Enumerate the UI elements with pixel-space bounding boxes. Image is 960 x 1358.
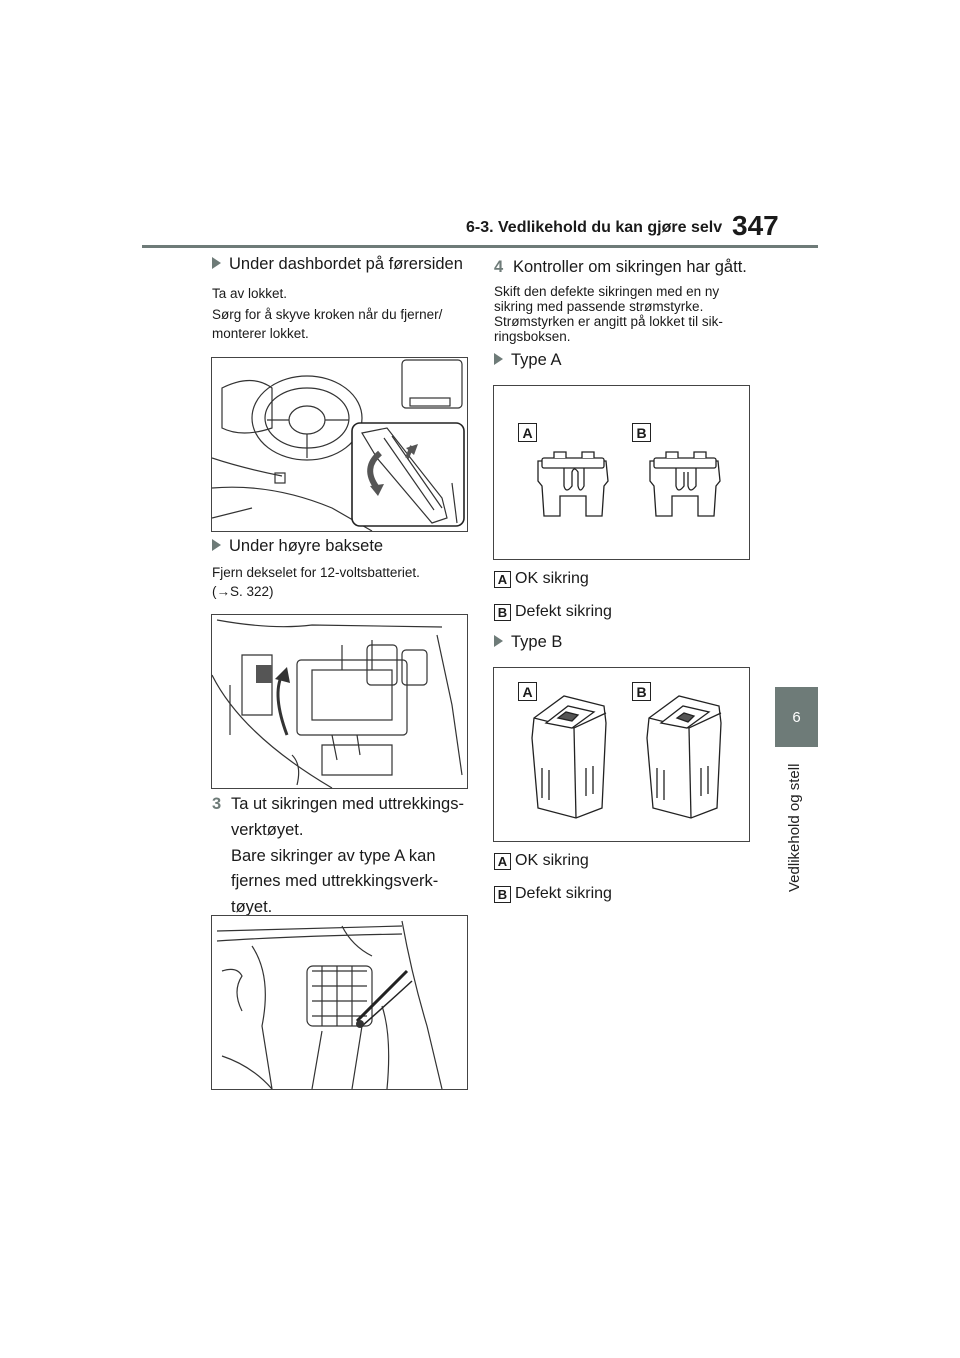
triangle-bullet-icon: [494, 634, 503, 647]
page-number: 347: [732, 210, 779, 241]
instruction-text: Ta av lokket.: [212, 286, 288, 301]
step-3: 3: [212, 795, 222, 813]
subheading-rear-seat: Under høyre baksete: [212, 537, 383, 556]
figure-label-a: A: [518, 682, 537, 701]
subheading-type-a: Type A: [494, 351, 561, 370]
triangle-bullet-icon: [212, 538, 221, 551]
instruction-text: Fjern dekselet for 12-voltsbatteriet.: [212, 565, 420, 580]
step-3-line: fjernes med uttrekkingsverk-: [231, 872, 439, 890]
instruction-text: Skift den defekte sikringen med en ny: [494, 284, 720, 299]
dashboard-illustration: [212, 359, 465, 531]
step-4: 4: [494, 258, 504, 276]
page-reference-link[interactable]: (→S. 322): [212, 584, 274, 599]
instruction-text: Strømstyrken er angitt på lokket til sik…: [494, 314, 723, 329]
instruction-text: ringsboksen.: [494, 329, 571, 344]
legend-letter-a: A: [494, 852, 511, 870]
subheading-driver-dashboard: Under dashbordet på førersiden: [212, 255, 463, 274]
figure-label-b: B: [632, 423, 651, 442]
rear-seat-illustration: [212, 619, 463, 788]
step-3-line: Ta ut sikringen med uttrekkings-: [231, 795, 464, 813]
figure-type-a-fuses: A B: [493, 385, 750, 560]
chapter-label: Vedlikehold og stell: [786, 763, 803, 892]
header-rule: [142, 245, 818, 248]
figure-label-b: B: [632, 682, 651, 701]
fuse-extraction-illustration: [216, 920, 443, 1089]
figure-type-b-fuses: A B: [493, 667, 750, 842]
step-3-line: verktøyet.: [231, 821, 304, 839]
instruction-text: Sørg for å skyve kroken når du fjerner/: [212, 307, 443, 322]
legend-letter-a: A: [494, 570, 511, 588]
triangle-bullet-icon: [212, 256, 221, 269]
instruction-text: monterer lokket.: [212, 326, 309, 341]
legend-letter-b: B: [494, 885, 511, 903]
blade-fuses-illustration: [537, 451, 721, 517]
step-4-text: Kontroller om sikringen har gått.: [513, 258, 747, 276]
triangle-bullet-icon: [494, 352, 503, 365]
figure-dashboard-fusebox: [211, 357, 468, 532]
figure-label-a: A: [518, 423, 537, 442]
subheading-type-b: Type B: [494, 633, 562, 652]
instruction-text: sikring med passende strømstyrke.: [494, 299, 704, 314]
cartridge-fuses-illustration: [531, 695, 722, 819]
figure-fuse-extraction: [211, 915, 468, 1090]
chapter-tab[interactable]: 6: [775, 687, 818, 747]
legend-letter-b: B: [494, 603, 511, 621]
section-title: 6-3. Vedlikehold du kan gjøre selv: [466, 219, 723, 236]
figure-rear-seat-fusebox: [211, 614, 468, 789]
step-3-line: tøyet.: [231, 898, 273, 916]
step-3-line: Bare sikringer av type A kan: [231, 847, 436, 865]
